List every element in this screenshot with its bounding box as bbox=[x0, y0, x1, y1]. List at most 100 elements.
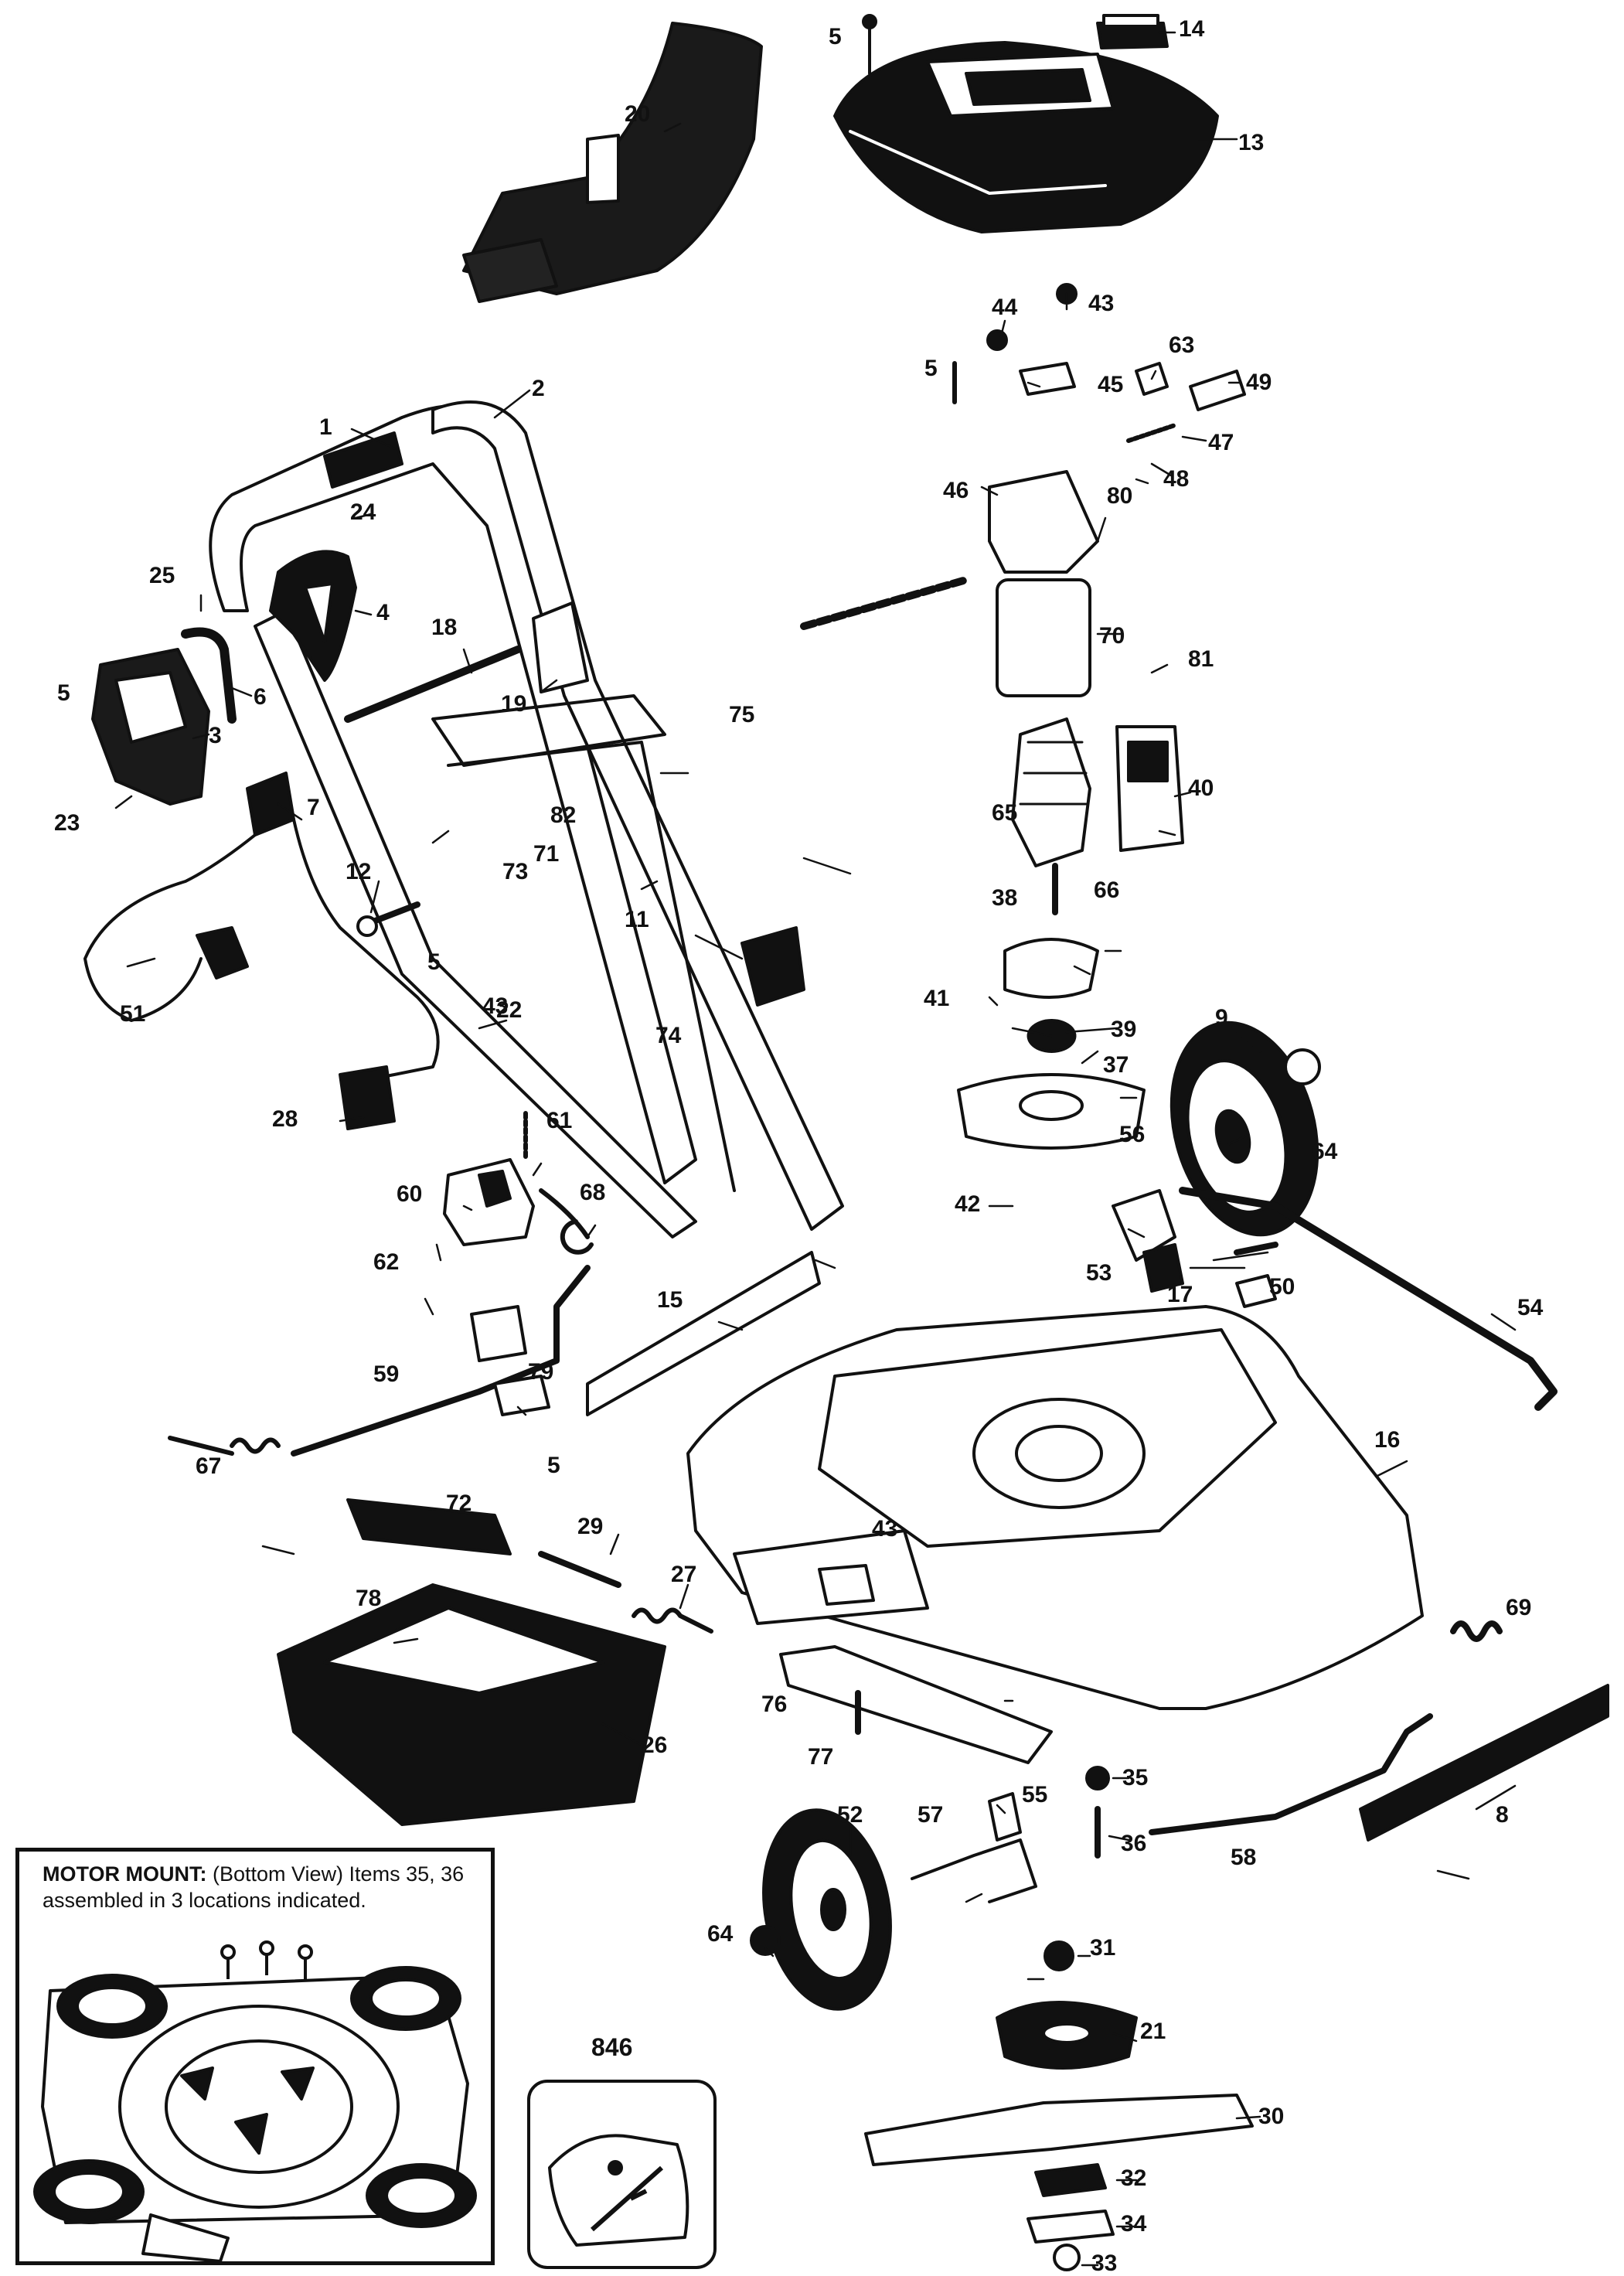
part-label-71: 71 bbox=[533, 841, 560, 867]
part-label-31: 31 bbox=[1090, 1935, 1116, 1961]
part-label-66: 66 bbox=[1094, 877, 1120, 903]
part-label-70: 70 bbox=[1099, 623, 1125, 649]
handle-assembly-part bbox=[209, 400, 844, 1239]
part-label-63: 63 bbox=[1169, 332, 1195, 358]
part-label-17: 17 bbox=[1167, 1282, 1193, 1307]
nut-part bbox=[1085, 1766, 1110, 1790]
part-label-28: 28 bbox=[272, 1106, 298, 1132]
part-label-12: 12 bbox=[346, 859, 372, 884]
part-label-37: 37 bbox=[1103, 1052, 1129, 1078]
motor-parts bbox=[800, 470, 1184, 1150]
part-label-75: 75 bbox=[729, 702, 755, 727]
part-label-74: 74 bbox=[655, 1023, 682, 1048]
part-label-4: 4 bbox=[376, 600, 390, 625]
grass-catcher-part bbox=[277, 1583, 666, 1826]
part-label-15: 15 bbox=[657, 1287, 683, 1313]
part-label-77: 77 bbox=[808, 1744, 834, 1770]
part-label-79: 79 bbox=[528, 1359, 554, 1385]
part-label-47: 47 bbox=[1208, 430, 1234, 455]
grass-deflector-part bbox=[462, 22, 763, 303]
baffle-part bbox=[586, 1251, 821, 1416]
part-label-39: 39 bbox=[1111, 1017, 1137, 1042]
part-label-46: 46 bbox=[943, 478, 969, 503]
axle-rod-part bbox=[1179, 1187, 1558, 1411]
part-label-43: 43 bbox=[872, 1516, 898, 1542]
part-label-43: 43 bbox=[1088, 291, 1115, 316]
part-label-22: 22 bbox=[496, 997, 523, 1023]
part-label-5: 5 bbox=[924, 356, 938, 381]
front-wheel-part bbox=[762, 1808, 892, 2011]
part-label-60: 60 bbox=[397, 1181, 423, 1207]
mower-deck-part bbox=[686, 1305, 1424, 1710]
mounting-bracket-part bbox=[779, 1645, 1053, 1764]
part-label-30: 30 bbox=[1258, 2104, 1285, 2129]
part-label-69: 69 bbox=[1506, 1595, 1532, 1620]
part-label-41: 41 bbox=[924, 986, 950, 1011]
blade-nut-part bbox=[1053, 2244, 1081, 2271]
hardware-bag-icon bbox=[548, 2134, 689, 2247]
part-label-9: 9 bbox=[1215, 1005, 1228, 1031]
washer-part bbox=[1044, 1940, 1074, 1971]
leader-lines bbox=[114, 31, 1517, 2267]
part-label-20: 20 bbox=[625, 101, 651, 127]
part-label-846: 846 bbox=[591, 2033, 633, 2061]
part-label-24: 24 bbox=[350, 499, 376, 525]
part-label-57: 57 bbox=[918, 1802, 944, 1828]
rear-wheel-part bbox=[1169, 1020, 1319, 1237]
handle-grip-part bbox=[269, 550, 357, 682]
part-label-61: 61 bbox=[546, 1108, 573, 1133]
part-label-35: 35 bbox=[1122, 1765, 1149, 1790]
torsion-spring-part bbox=[539, 1188, 594, 1255]
blade-washer-part bbox=[1026, 2210, 1115, 2244]
part-label-27: 27 bbox=[671, 1562, 697, 1587]
inset-caption: MOTOR MOUNT: (Bottom View) Items 35, 36 … bbox=[43, 1861, 491, 1913]
part-label-80: 80 bbox=[1107, 483, 1133, 509]
brush-spring-part bbox=[1126, 423, 1177, 443]
cross-rod-part bbox=[344, 646, 522, 723]
part-label-49: 49 bbox=[1246, 370, 1272, 395]
switch-part bbox=[443, 1111, 535, 1246]
part-label-7: 7 bbox=[307, 795, 320, 820]
part-label-11: 11 bbox=[625, 907, 649, 932]
blade-adapter-part bbox=[1034, 2163, 1107, 2197]
part-label-48: 48 bbox=[1163, 466, 1190, 492]
height-adjust-rod-part bbox=[1149, 1713, 1433, 1835]
part-label-72: 72 bbox=[446, 1491, 472, 1516]
part-label-42: 42 bbox=[955, 1191, 981, 1217]
part-label-18: 18 bbox=[431, 615, 458, 640]
part-label-26: 26 bbox=[642, 1733, 668, 1758]
part-label-16: 16 bbox=[1374, 1427, 1401, 1453]
switch-box-part bbox=[91, 648, 210, 806]
part-label-5: 5 bbox=[547, 1453, 560, 1478]
part-label-53: 53 bbox=[1086, 1260, 1112, 1286]
washer-part bbox=[986, 329, 1008, 351]
part-label-40: 40 bbox=[1188, 775, 1214, 801]
inset-title: MOTOR MOUNT: bbox=[43, 1862, 207, 1886]
motor-mount-inset: MOTOR MOUNT: (Bottom View) Items 35, 36 … bbox=[15, 1848, 495, 2265]
part-label-52: 52 bbox=[837, 1802, 863, 1828]
part-label-51: 51 bbox=[120, 1001, 146, 1027]
cover-latch-part bbox=[1096, 14, 1169, 49]
part-label-56: 56 bbox=[1119, 1122, 1146, 1147]
hardware-kit-846 bbox=[527, 2080, 717, 2269]
mount-plate-part bbox=[493, 1375, 550, 1416]
part-label-25: 25 bbox=[149, 563, 175, 588]
height-adjust-rod-part bbox=[291, 1265, 591, 1457]
label-strip-part bbox=[346, 1498, 512, 1555]
clip-part bbox=[1235, 1274, 1277, 1308]
part-label-76: 76 bbox=[761, 1692, 788, 1717]
part-label-36: 36 bbox=[1121, 1831, 1147, 1856]
part-label-32: 32 bbox=[1121, 2165, 1147, 2191]
motor-mount-bottom-view bbox=[33, 1940, 477, 2261]
part-label-1: 1 bbox=[319, 414, 332, 440]
motor-cover-part bbox=[833, 41, 1219, 233]
part-label-23: 23 bbox=[54, 810, 80, 836]
part-label-73: 73 bbox=[502, 859, 529, 884]
axle-clip-part bbox=[988, 1792, 1022, 1842]
part-label-55: 55 bbox=[1022, 1782, 1048, 1808]
part-label-44: 44 bbox=[992, 295, 1018, 320]
part-label-29: 29 bbox=[577, 1514, 604, 1539]
part-label-67: 67 bbox=[196, 1453, 222, 1479]
power-cord-part bbox=[83, 772, 440, 1130]
part-label-6: 6 bbox=[254, 684, 267, 710]
